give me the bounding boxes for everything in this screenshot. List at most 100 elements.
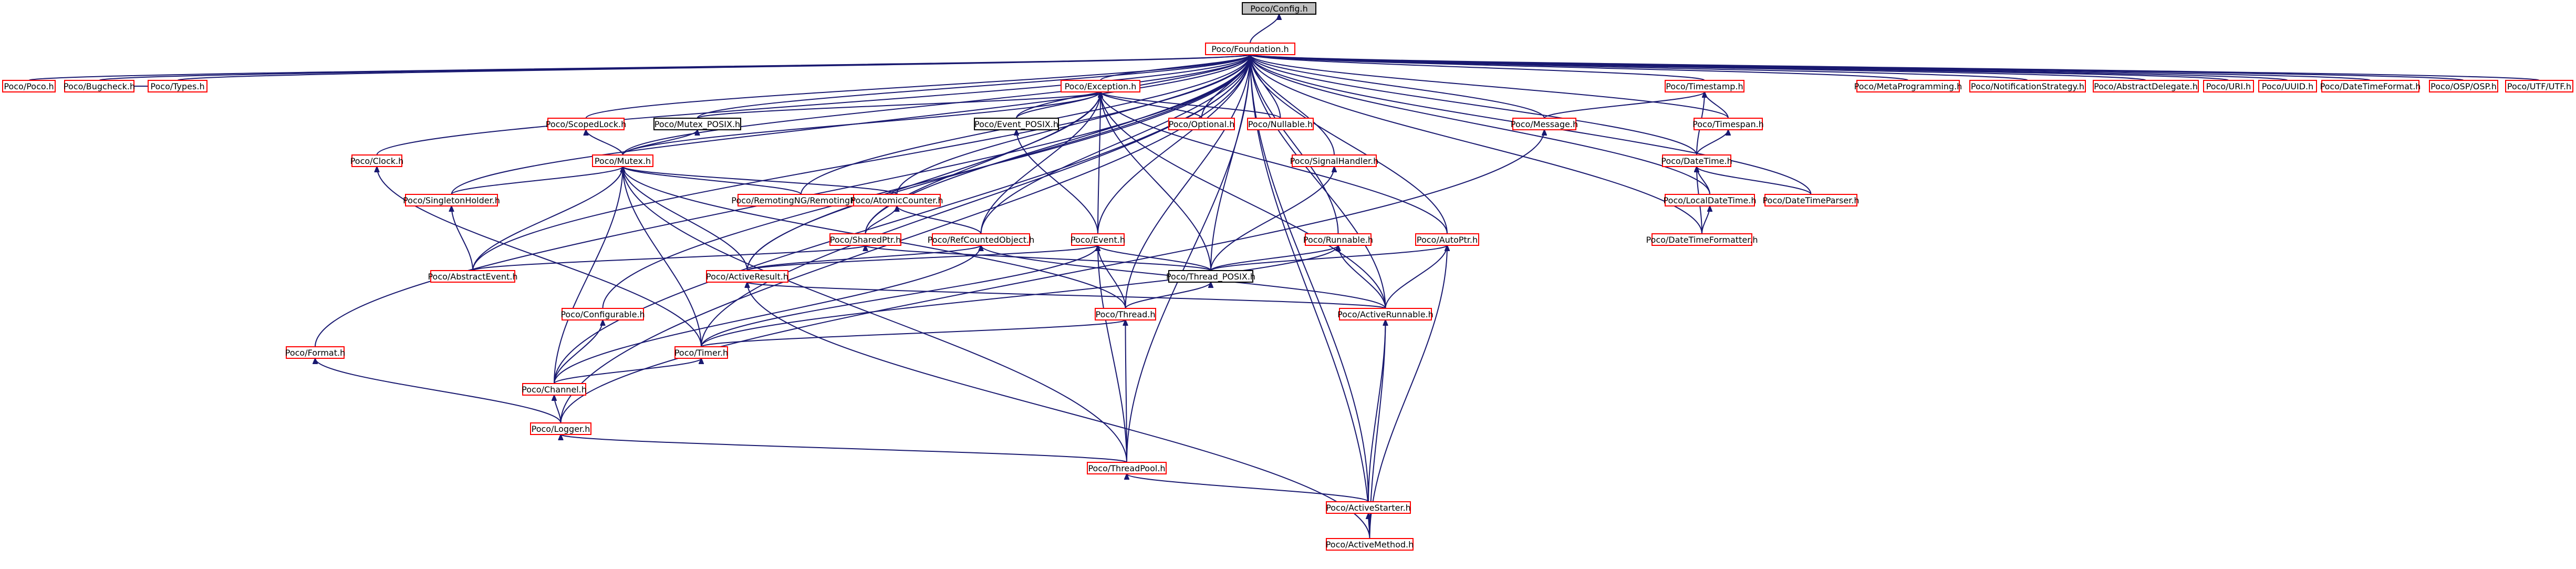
node-activerun[interactable]: Poco/ActiveRunnable.h xyxy=(1337,308,1434,320)
node-box-utf8[interactable] xyxy=(2505,80,2573,92)
node-box-uri[interactable] xyxy=(2203,80,2254,92)
node-types[interactable]: Poco/Types.h xyxy=(148,80,207,92)
node-box-localdt[interactable] xyxy=(1665,194,1755,206)
node-thread[interactable]: Poco/Thread.h xyxy=(1095,308,1156,320)
node-mutexposix[interactable]: Poco/Mutex_POSIX.h xyxy=(653,118,741,130)
node-logger[interactable]: Poco/Logger.h xyxy=(530,422,591,435)
node-box-timestamp[interactable] xyxy=(1665,80,1744,92)
node-signal[interactable]: Poco/SignalHandler.h xyxy=(1290,154,1379,167)
node-utf8[interactable]: Poco/UTF/UTF.h xyxy=(2505,80,2573,92)
node-box-timer[interactable] xyxy=(674,346,728,359)
node-box-format[interactable] xyxy=(286,346,345,359)
node-box-absdeleg[interactable] xyxy=(2093,80,2199,92)
node-singleton[interactable]: Poco/SingletonHolder.h xyxy=(403,194,500,206)
node-bugcheck[interactable]: Poco/Bugcheck.h xyxy=(64,80,135,92)
node-timespan[interactable]: Poco/Timespan.h xyxy=(1692,118,1764,130)
node-absdeleg[interactable]: Poco/AbstractDelegate.h xyxy=(2093,80,2199,92)
node-dtparser[interactable]: Poco/DateTimeParser.h xyxy=(1762,194,1860,206)
node-event[interactable]: Poco/Event.h xyxy=(1071,233,1125,246)
node-clock[interactable]: Poco/Clock.h xyxy=(350,154,404,167)
edge-activeres-to-event xyxy=(746,245,1098,271)
node-metaprog[interactable]: Poco/MetaProgramming.h xyxy=(1854,80,1962,92)
node-scopedlock[interactable]: Poco/ScopedLock.h xyxy=(546,118,626,130)
node-threadpool[interactable]: Poco/ThreadPool.h xyxy=(1087,462,1167,474)
node-absevent[interactable]: Poco/AbstractEvent.h xyxy=(428,270,518,283)
node-nullable[interactable]: Poco/Nullable.h xyxy=(1247,118,1314,130)
node-box-mutexposix[interactable] xyxy=(653,118,741,130)
node-configurable[interactable]: Poco/Configurable.h xyxy=(560,308,645,320)
node-box-eventposix[interactable] xyxy=(974,118,1059,130)
node-timer[interactable]: Poco/Timer.h xyxy=(674,346,728,359)
node-box-activemeth[interactable] xyxy=(1326,538,1414,551)
node-dtformatter[interactable]: Poco/DateTimeFormatter.h xyxy=(1646,233,1758,246)
node-box-datetime[interactable] xyxy=(1662,154,1731,167)
node-refcounted[interactable]: Poco/RefCountedObject.h xyxy=(928,233,1035,246)
node-box-nullable[interactable] xyxy=(1247,118,1314,130)
node-runnable[interactable]: Poco/Runnable.h xyxy=(1303,233,1373,246)
node-box-autoptr[interactable] xyxy=(1415,233,1479,246)
node-box-activestart[interactable] xyxy=(1326,501,1411,514)
node-box-notifstrat[interactable] xyxy=(1969,80,2086,92)
node-box-signal[interactable] xyxy=(1292,154,1377,167)
node-box-refcounted[interactable] xyxy=(932,233,1030,246)
node-box-runnable[interactable] xyxy=(1305,233,1372,246)
node-poco[interactable]: Poco/Poco.h xyxy=(2,80,56,92)
node-activeres[interactable]: Poco/ActiveResult.h xyxy=(706,270,788,283)
node-channel[interactable]: Poco/Channel.h xyxy=(522,383,587,396)
node-sharedptr[interactable]: Poco/SharedPtr.h xyxy=(829,233,901,246)
node-box-singleton[interactable] xyxy=(405,194,498,206)
node-localdt[interactable]: Poco/LocalDateTime.h xyxy=(1664,194,1757,206)
node-box-message[interactable] xyxy=(1512,118,1576,130)
node-box-oshp[interactable] xyxy=(2429,80,2498,92)
node-box-optional[interactable] xyxy=(1168,118,1235,130)
node-box-atomic[interactable] xyxy=(853,194,941,206)
node-box-configurable[interactable] xyxy=(562,308,644,320)
node-datetime[interactable]: Poco/DateTime.h xyxy=(1661,154,1732,167)
node-config[interactable]: Poco/Config.h xyxy=(1242,2,1316,15)
node-box-threadpool[interactable] xyxy=(1087,462,1167,474)
node-box-dtformat[interactable] xyxy=(2321,80,2419,92)
node-format[interactable]: Poco/Format.h xyxy=(285,346,345,359)
node-box-exception[interactable] xyxy=(1061,80,1140,92)
node-atomic[interactable]: Poco/AtomicCounter.h xyxy=(850,194,943,206)
node-box-channel[interactable] xyxy=(522,383,586,396)
node-box-types[interactable] xyxy=(148,80,207,92)
node-box-metaprog[interactable] xyxy=(1856,80,1960,92)
node-activestart[interactable]: Poco/ActiveStarter.h xyxy=(1326,501,1411,514)
node-box-uuid[interactable] xyxy=(2258,80,2317,92)
node-autoptr[interactable]: Poco/AutoPtr.h xyxy=(1415,233,1479,246)
node-remoting[interactable]: Poco/RemotingNG/RemotingNG.h xyxy=(731,194,871,206)
node-box-logger[interactable] xyxy=(530,422,591,435)
node-optional[interactable]: Poco/Optional.h xyxy=(1168,118,1235,130)
node-box-mutex[interactable] xyxy=(592,154,653,167)
node-uuid[interactable]: Poco/UUID.h xyxy=(2258,80,2317,92)
node-box-config[interactable] xyxy=(1242,2,1316,15)
node-timestamp[interactable]: Poco/Timestamp.h xyxy=(1665,80,1744,92)
node-dtformat[interactable]: Poco/DateTimeFormat.h xyxy=(2320,80,2421,92)
node-box-absevent[interactable] xyxy=(430,270,515,283)
node-box-timespan[interactable] xyxy=(1694,118,1763,130)
node-box-poco[interactable] xyxy=(2,80,56,92)
node-box-activerun[interactable] xyxy=(1339,308,1432,320)
node-box-sharedptr[interactable] xyxy=(829,233,901,246)
node-box-thread[interactable] xyxy=(1095,308,1156,320)
node-box-scopedlock[interactable] xyxy=(547,118,625,130)
node-notifstrat[interactable]: Poco/NotificationStrategy.h xyxy=(1969,80,2086,92)
node-activemeth[interactable]: Poco/ActiveMethod.h xyxy=(1326,538,1414,551)
node-oshp[interactable]: Poco/OSP/OSP.h xyxy=(2429,80,2498,92)
node-box-bugcheck[interactable] xyxy=(64,80,134,92)
node-box-event[interactable] xyxy=(1071,233,1125,246)
node-threadposix[interactable]: Poco/Thread_POSIX.h xyxy=(1166,270,1255,283)
node-foundation[interactable]: Poco/Foundation.h xyxy=(1205,43,1295,55)
node-mutex[interactable]: Poco/Mutex.h xyxy=(592,154,653,167)
node-message[interactable]: Poco/Message.h xyxy=(1511,118,1578,130)
node-exception[interactable]: Poco/Exception.h xyxy=(1061,80,1140,92)
node-uri[interactable]: Poco/URI.h xyxy=(2203,80,2254,92)
node-box-dtformatter[interactable] xyxy=(1651,233,1752,246)
node-box-dtparser[interactable] xyxy=(1764,194,1857,206)
node-eventposix[interactable]: Poco/Event_POSIX.h xyxy=(974,118,1059,130)
node-box-foundation[interactable] xyxy=(1205,43,1295,55)
node-box-threadposix[interactable] xyxy=(1168,270,1253,283)
node-box-clock[interactable] xyxy=(351,154,402,167)
node-box-activeres[interactable] xyxy=(706,270,788,283)
